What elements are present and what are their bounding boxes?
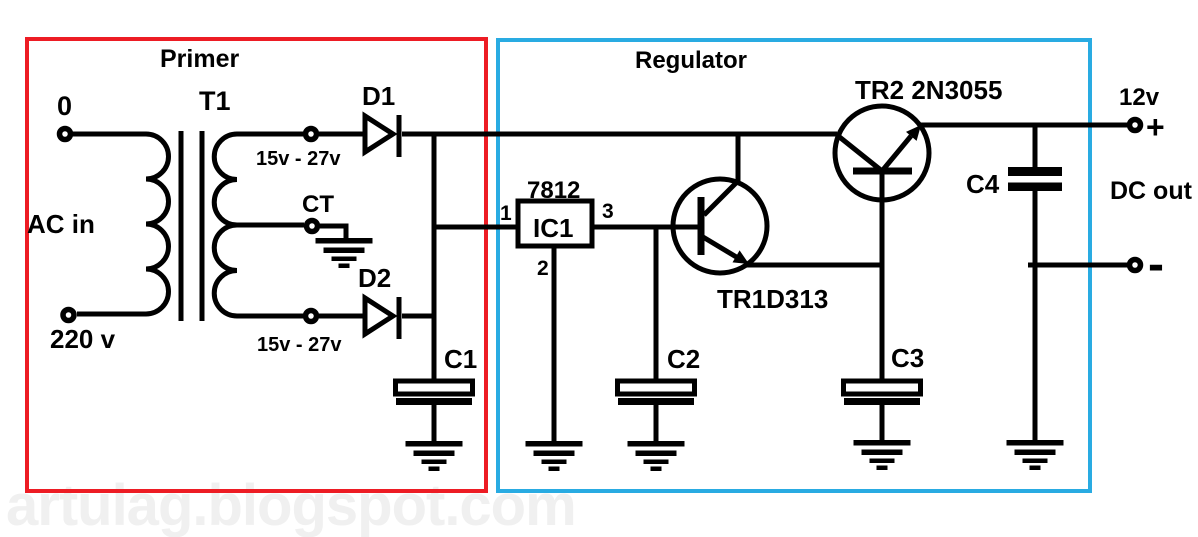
ac-in-label: AC in [27,209,95,239]
primary-winding [72,131,171,317]
watermark: artulag.blogspot.com [6,473,577,537]
transformer-label: T1 [199,86,231,116]
capacitor-c3-plate-top [841,378,923,397]
transistor-tr1 [670,176,770,276]
ground-symbol [405,441,463,471]
ic1-pin1-label: 1 [500,202,512,225]
tr2-label: TR2 2N3055 [855,75,1002,105]
c4-label: C4 [966,169,1000,199]
secondary-bottom-voltage-label: 15v - 27v [257,334,342,356]
terminal-dc-plus [1126,116,1144,134]
d2-label: D2 [358,263,391,293]
tr1-label: TR1D313 [717,284,828,314]
output-voltage-label: 12v [1119,84,1160,111]
center-tap-label: CT [302,191,334,218]
tr2-emitter-arrow [906,125,921,141]
ground-symbol [1006,440,1064,470]
c1-label: C1 [444,344,477,374]
capacitor-c4-plate-top [1008,167,1062,176]
tr2-input-wire [835,133,884,173]
tr1-emitter-wire [701,234,740,261]
primer-label: Primer [160,45,239,73]
terminal-ac-top [56,125,74,143]
secondary-top-voltage-label: 15v - 27v [256,148,341,170]
ground-symbol [853,440,911,470]
tr2-emitter-wire [880,134,913,173]
ic1-name-label: IC1 [533,213,573,243]
plus-sign: + [1146,109,1165,145]
capacitor-c4-plate-bottom [1008,182,1062,191]
terminal-dc-minus [1126,256,1144,274]
ground-symbol [525,441,583,471]
terminal-center-tap [303,217,321,235]
capacitor-c1-plate-bottom [396,398,472,405]
terminal-secondary-top [302,125,320,143]
terminal-secondary-bottom [302,307,320,325]
diode-d2 [362,293,398,339]
tr1-collector-wire [702,134,741,217]
ic1-part-label: 7812 [527,177,580,204]
ic1-pin2-label: 2 [537,257,549,280]
minus-sign: - [1148,238,1164,291]
dc-out-label: DC out [1110,177,1193,205]
regulator-label: Regulator [635,47,747,74]
capacitor-c2-plate-bottom [618,398,694,405]
c2-label: C2 [667,344,700,374]
transformer-core [178,131,205,321]
terminal-ac-bottom [60,306,77,324]
ground-symbol [627,441,685,471]
d1-label: D1 [362,81,395,111]
input-bottom-label: 220 v [50,324,116,354]
ic1-pin3-label: 3 [602,200,614,223]
capacitor-c3-plate-bottom [844,398,920,405]
ic1-body [515,198,595,249]
tr1-emitter-arrow [732,250,749,264]
primer-box [25,37,488,493]
center-tap-wire [237,222,349,238]
c3-label: C3 [891,343,924,373]
diode-d1 [362,111,398,157]
capacitor-c1-plate-top [393,378,475,397]
capacitor-c2-plate-top [615,378,697,397]
input-top-label: 0 [57,91,72,121]
